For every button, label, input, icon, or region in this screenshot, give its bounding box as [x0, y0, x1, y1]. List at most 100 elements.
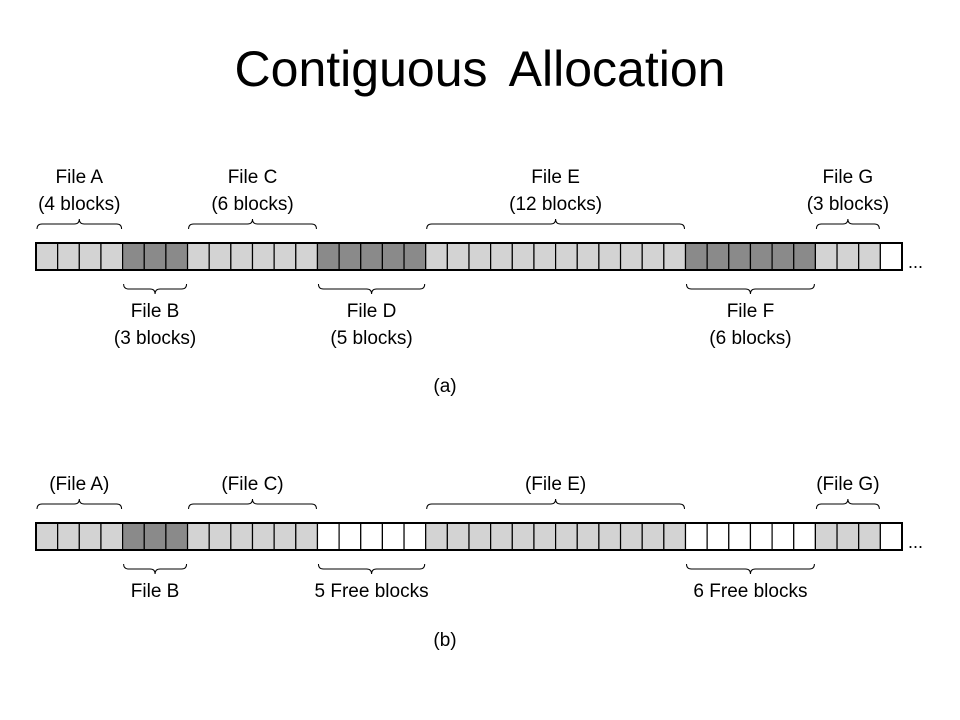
brace: [123, 283, 188, 295]
segment-label: 6 Free blocks: [693, 581, 807, 602]
disk-block: [684, 242, 708, 271]
disk-block: [858, 242, 881, 271]
disk-block: [836, 522, 860, 551]
segment-label: File F: [727, 301, 775, 322]
disk-strip-border: [35, 522, 903, 551]
disk-block: [295, 522, 319, 551]
disk-block: [230, 522, 254, 551]
segment-b-6: (File G): [814, 474, 881, 551]
segment-label: File D: [347, 301, 397, 322]
brace: [188, 218, 317, 230]
segment-a-5: File F (6 blocks): [684, 242, 816, 349]
panel-caption: (a): [433, 376, 456, 397]
disk-block: [728, 242, 752, 271]
segment-label: (5 blocks): [330, 328, 412, 349]
disk-block: [251, 522, 275, 551]
ellipsis: ...: [908, 252, 923, 272]
disk-block: [576, 242, 600, 271]
disk-block: [663, 522, 687, 551]
disk-block: [684, 522, 708, 551]
disk-block: [35, 522, 59, 551]
segment-label: (12 blocks): [509, 194, 602, 215]
disk-block: [338, 522, 362, 551]
disk-block: [468, 522, 492, 551]
brace: [815, 498, 880, 510]
segment-b-0: (File A): [35, 474, 124, 551]
segment-label: (File C): [221, 474, 283, 495]
disk-block: [641, 242, 665, 271]
segment-b-7: [879, 522, 903, 551]
disk-block: [814, 242, 838, 271]
disk-block: [403, 522, 427, 551]
disk-block: [295, 242, 319, 271]
disk-block: [576, 522, 600, 551]
disk-block: [121, 522, 145, 551]
disk-block: [165, 522, 189, 551]
disk-block: [511, 242, 535, 271]
disk-block: [316, 242, 340, 271]
disk-strip-border: [35, 242, 903, 271]
segment-a-0: File A(4 blocks): [35, 167, 124, 271]
segment-label: (6 blocks): [709, 328, 791, 349]
disk-block: [78, 242, 102, 271]
disk-block: [78, 522, 102, 551]
brace: [815, 218, 880, 230]
disk-block: [641, 522, 665, 551]
disk-block: [425, 242, 448, 271]
disk-block: [814, 522, 838, 551]
disk-block: [554, 242, 578, 271]
disk-block: [208, 242, 232, 271]
disk-block: [879, 522, 903, 551]
disk-block: [490, 522, 513, 551]
disk-block: [425, 522, 448, 551]
brace: [123, 563, 188, 575]
disk-block: [121, 242, 145, 271]
disk-block: [793, 242, 816, 271]
disk-block: [598, 242, 622, 271]
segment-label: File C: [228, 167, 278, 188]
disk-block: [858, 522, 881, 551]
disk-block: [879, 242, 903, 271]
disk-block: [251, 242, 275, 271]
brace: [426, 218, 685, 230]
brace: [426, 498, 685, 510]
ellipsis: ...: [908, 532, 923, 552]
disk-block: [403, 242, 427, 271]
segment-label: (File E): [525, 474, 586, 495]
segment-a-3: File D (5 blocks): [316, 242, 427, 349]
disk-block: [186, 522, 210, 551]
segment-a-2: File C(6 blocks): [186, 167, 319, 271]
segment-label: File G: [823, 167, 874, 188]
disk-block: [360, 242, 383, 271]
disk-block: [316, 522, 340, 551]
segment-b-5: 6 Free blocks: [684, 522, 816, 602]
panel-b: (File A)File B(File C)5 Free blocks(File…: [35, 474, 923, 651]
disk-block: [511, 522, 535, 551]
disk-block: [100, 522, 124, 551]
disk-block: [771, 522, 795, 551]
brace: [317, 563, 426, 575]
disk-block: [186, 242, 210, 271]
disk-block: [706, 242, 730, 271]
brace: [36, 218, 123, 230]
disk-block: [273, 242, 297, 271]
panel-caption: (b): [433, 630, 456, 651]
disk-block: [273, 522, 297, 551]
segment-a-7: [879, 242, 903, 271]
disk-block: [598, 522, 622, 551]
brace: [686, 283, 815, 295]
disk-block: [230, 242, 254, 271]
panel-a: File A(4 blocks)File B(3 blocks)File C(6…: [35, 167, 923, 397]
disk-block: [338, 242, 362, 271]
disk-block: [771, 242, 795, 271]
disk-block: [381, 242, 405, 271]
segment-b-1: File B: [121, 522, 189, 602]
segment-b-2: (File C): [186, 474, 319, 551]
disk-block: [165, 242, 189, 271]
brace: [686, 563, 815, 575]
segment-a-6: File G(3 blocks): [807, 167, 889, 271]
disk-block: [749, 522, 773, 551]
disk-block: [619, 522, 643, 551]
disk-block: [533, 242, 557, 271]
